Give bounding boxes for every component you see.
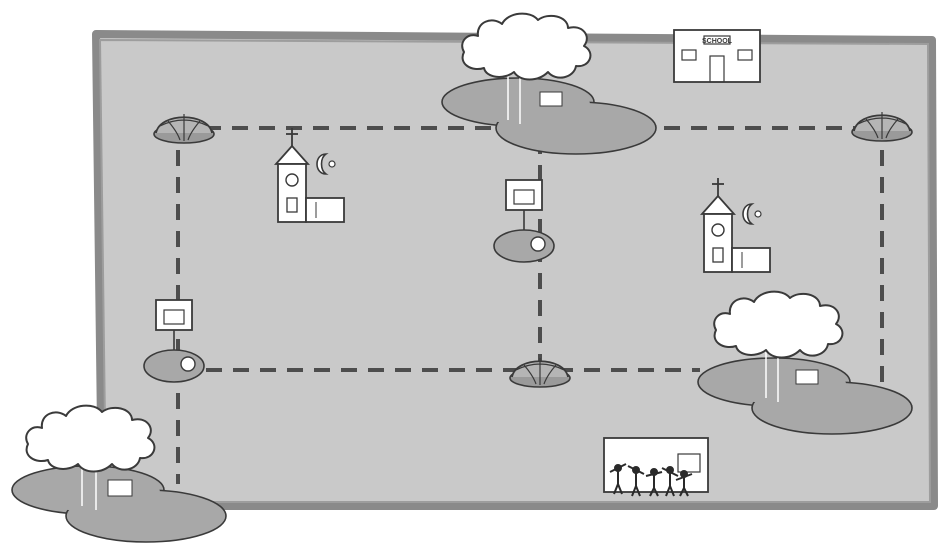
school-building-icon: SCHOOL [673,29,761,83]
cloud-over-puddle-icon [697,290,913,435]
cloud-over-puddle-icon [441,12,657,155]
children-group-icon [603,437,709,497]
cloud-over-puddle-icon [11,404,227,543]
school-sign-text: SCHOOL [702,38,733,45]
